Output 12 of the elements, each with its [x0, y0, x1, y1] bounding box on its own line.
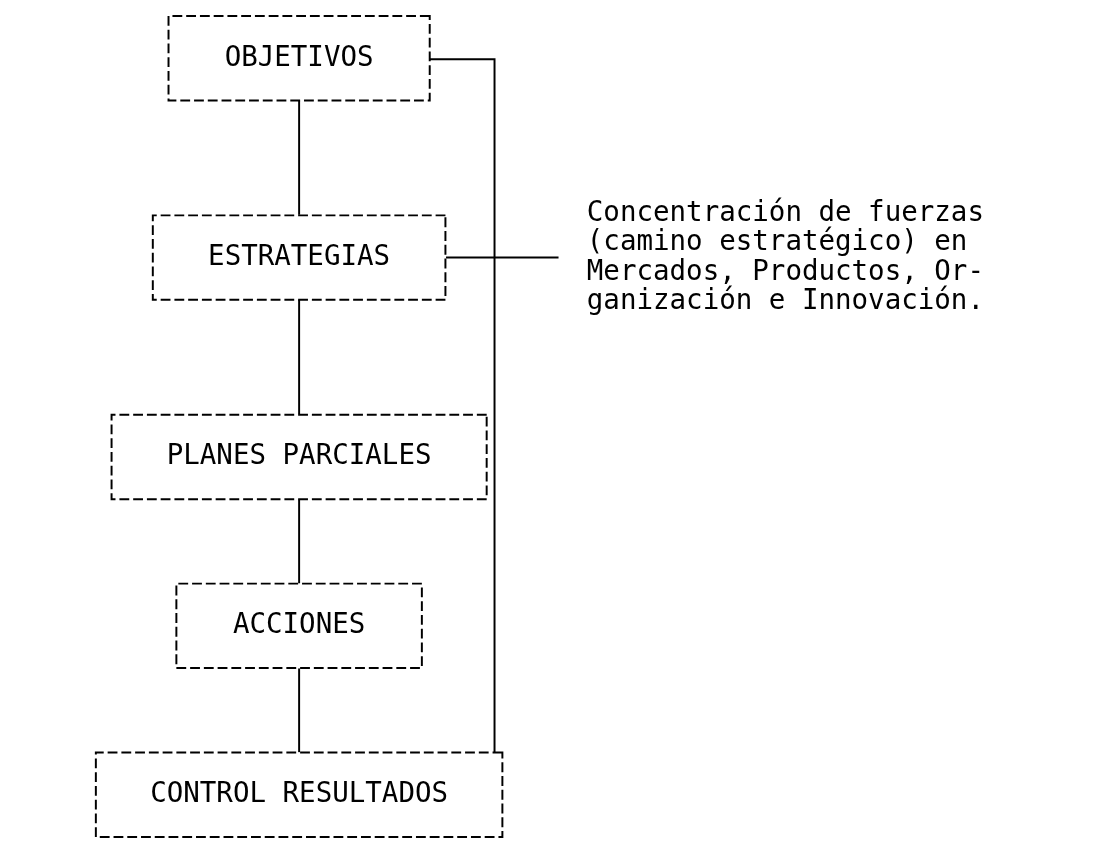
node-box: ACCIONES	[175, 582, 423, 670]
node-box: CONTROL RESULTADOS	[94, 751, 504, 838]
connector	[298, 298, 301, 416]
node-box: PLANES PARCIALES	[110, 413, 488, 501]
connector	[429, 58, 496, 753]
node-box: OBJETIVOS	[167, 15, 431, 102]
connector	[298, 498, 301, 585]
connector	[445, 256, 560, 259]
node-box: ESTRATEGIAS	[151, 214, 447, 301]
connector	[298, 667, 301, 754]
node-text: Concentración de fuerzas (camino estratégico) en Mercados, Productos, Or- ganización e Innovación.	[586, 194, 984, 316]
connector	[298, 99, 301, 216]
